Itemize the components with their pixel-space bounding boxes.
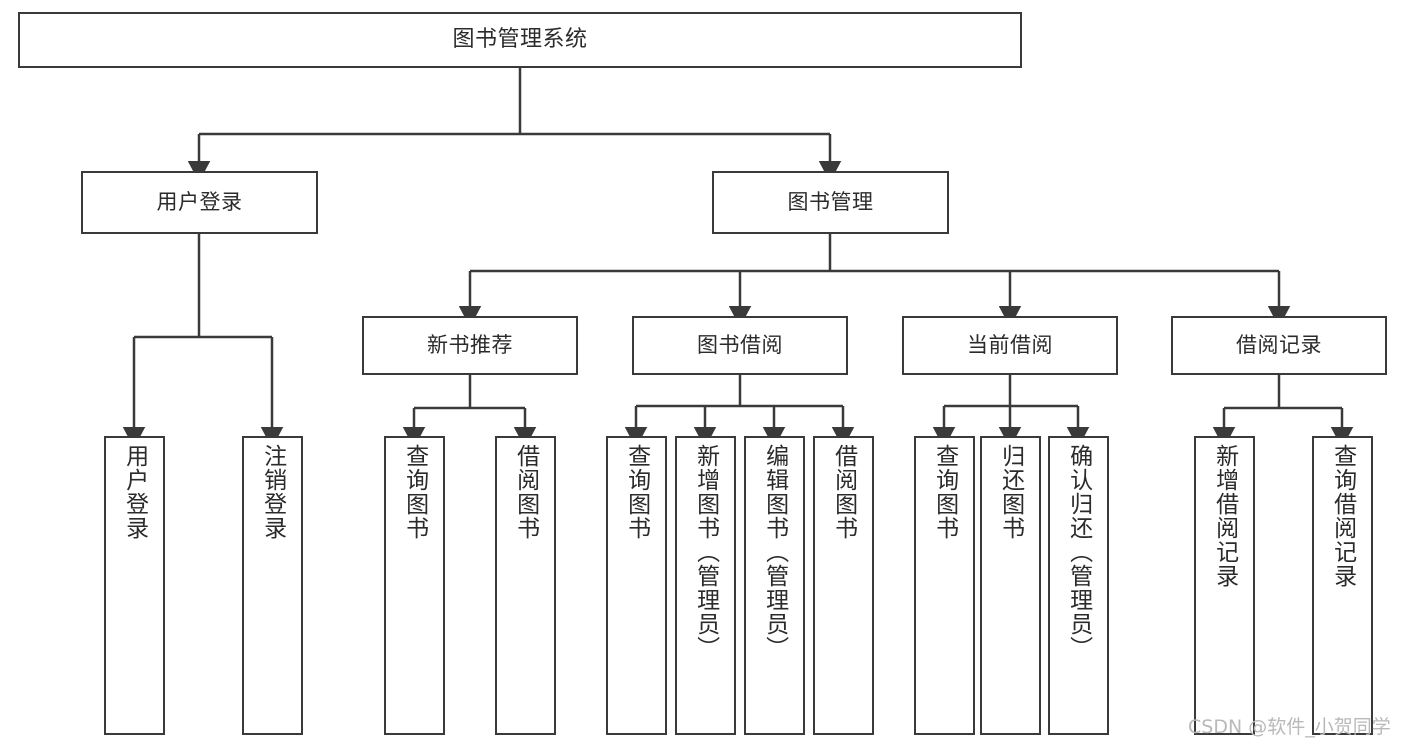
node-user-login-label: 用户登录 [156,190,243,215]
node-leaf-query-record-label: 查询借阅记录 [1329,444,1356,588]
node-book-borrow[interactable]: 图书借阅 [632,316,848,375]
node-leaf-user-login-label: 用户登录 [121,444,148,540]
node-leaf-query-book-2[interactable]: 查询图书 [606,436,667,735]
node-current-borrow-label: 当前借阅 [967,333,1053,358]
node-leaf-query-record[interactable]: 查询借阅记录 [1312,436,1373,735]
node-new-book-recommend[interactable]: 新书推荐 [362,316,578,375]
node-leaf-logout-label: 注销登录 [259,444,286,540]
node-leaf-add-book-label: 新增图书（管理员） [692,444,719,660]
node-root[interactable]: 图书管理系统 [18,12,1022,68]
node-user-login[interactable]: 用户登录 [81,171,318,234]
node-borrow-record[interactable]: 借阅记录 [1171,316,1387,375]
node-leaf-user-login[interactable]: 用户登录 [104,436,165,735]
node-leaf-query-book-3-label: 查询图书 [931,444,958,540]
node-leaf-confirm-return-label: 确认归还（管理员） [1065,444,1092,660]
node-leaf-query-book-3[interactable]: 查询图书 [914,436,975,735]
node-current-borrow[interactable]: 当前借阅 [902,316,1118,375]
node-leaf-borrow-book-2[interactable]: 借阅图书 [813,436,874,735]
node-root-label: 图书管理系统 [452,27,588,53]
node-leaf-logout[interactable]: 注销登录 [242,436,303,735]
node-book-manage-label: 图书管理 [787,190,874,215]
node-leaf-add-book[interactable]: 新增图书（管理员） [675,436,736,735]
node-leaf-borrow-book-2-label: 借阅图书 [830,444,857,540]
node-leaf-add-record-label: 新增借阅记录 [1211,444,1238,588]
node-leaf-query-book-1-label: 查询图书 [401,444,428,540]
node-book-manage[interactable]: 图书管理 [712,171,949,234]
node-leaf-edit-book[interactable]: 编辑图书（管理员） [744,436,805,735]
node-leaf-add-record[interactable]: 新增借阅记录 [1194,436,1255,735]
node-leaf-return-book-label: 归还图书 [997,444,1024,540]
node-leaf-query-book-1[interactable]: 查询图书 [384,436,445,735]
node-leaf-query-book-2-label: 查询图书 [623,444,650,540]
node-book-borrow-label: 图书借阅 [697,333,783,358]
node-leaf-edit-book-label: 编辑图书（管理员） [761,444,788,660]
node-leaf-borrow-book-1-label: 借阅图书 [512,444,539,540]
node-borrow-record-label: 借阅记录 [1236,333,1322,358]
node-new-book-recommend-label: 新书推荐 [427,333,513,358]
watermark: CSDN @软件_小贺同学 [1188,716,1391,738]
node-leaf-confirm-return[interactable]: 确认归还（管理员） [1048,436,1109,735]
node-leaf-borrow-book-1[interactable]: 借阅图书 [495,436,556,735]
node-leaf-return-book[interactable]: 归还图书 [980,436,1041,735]
